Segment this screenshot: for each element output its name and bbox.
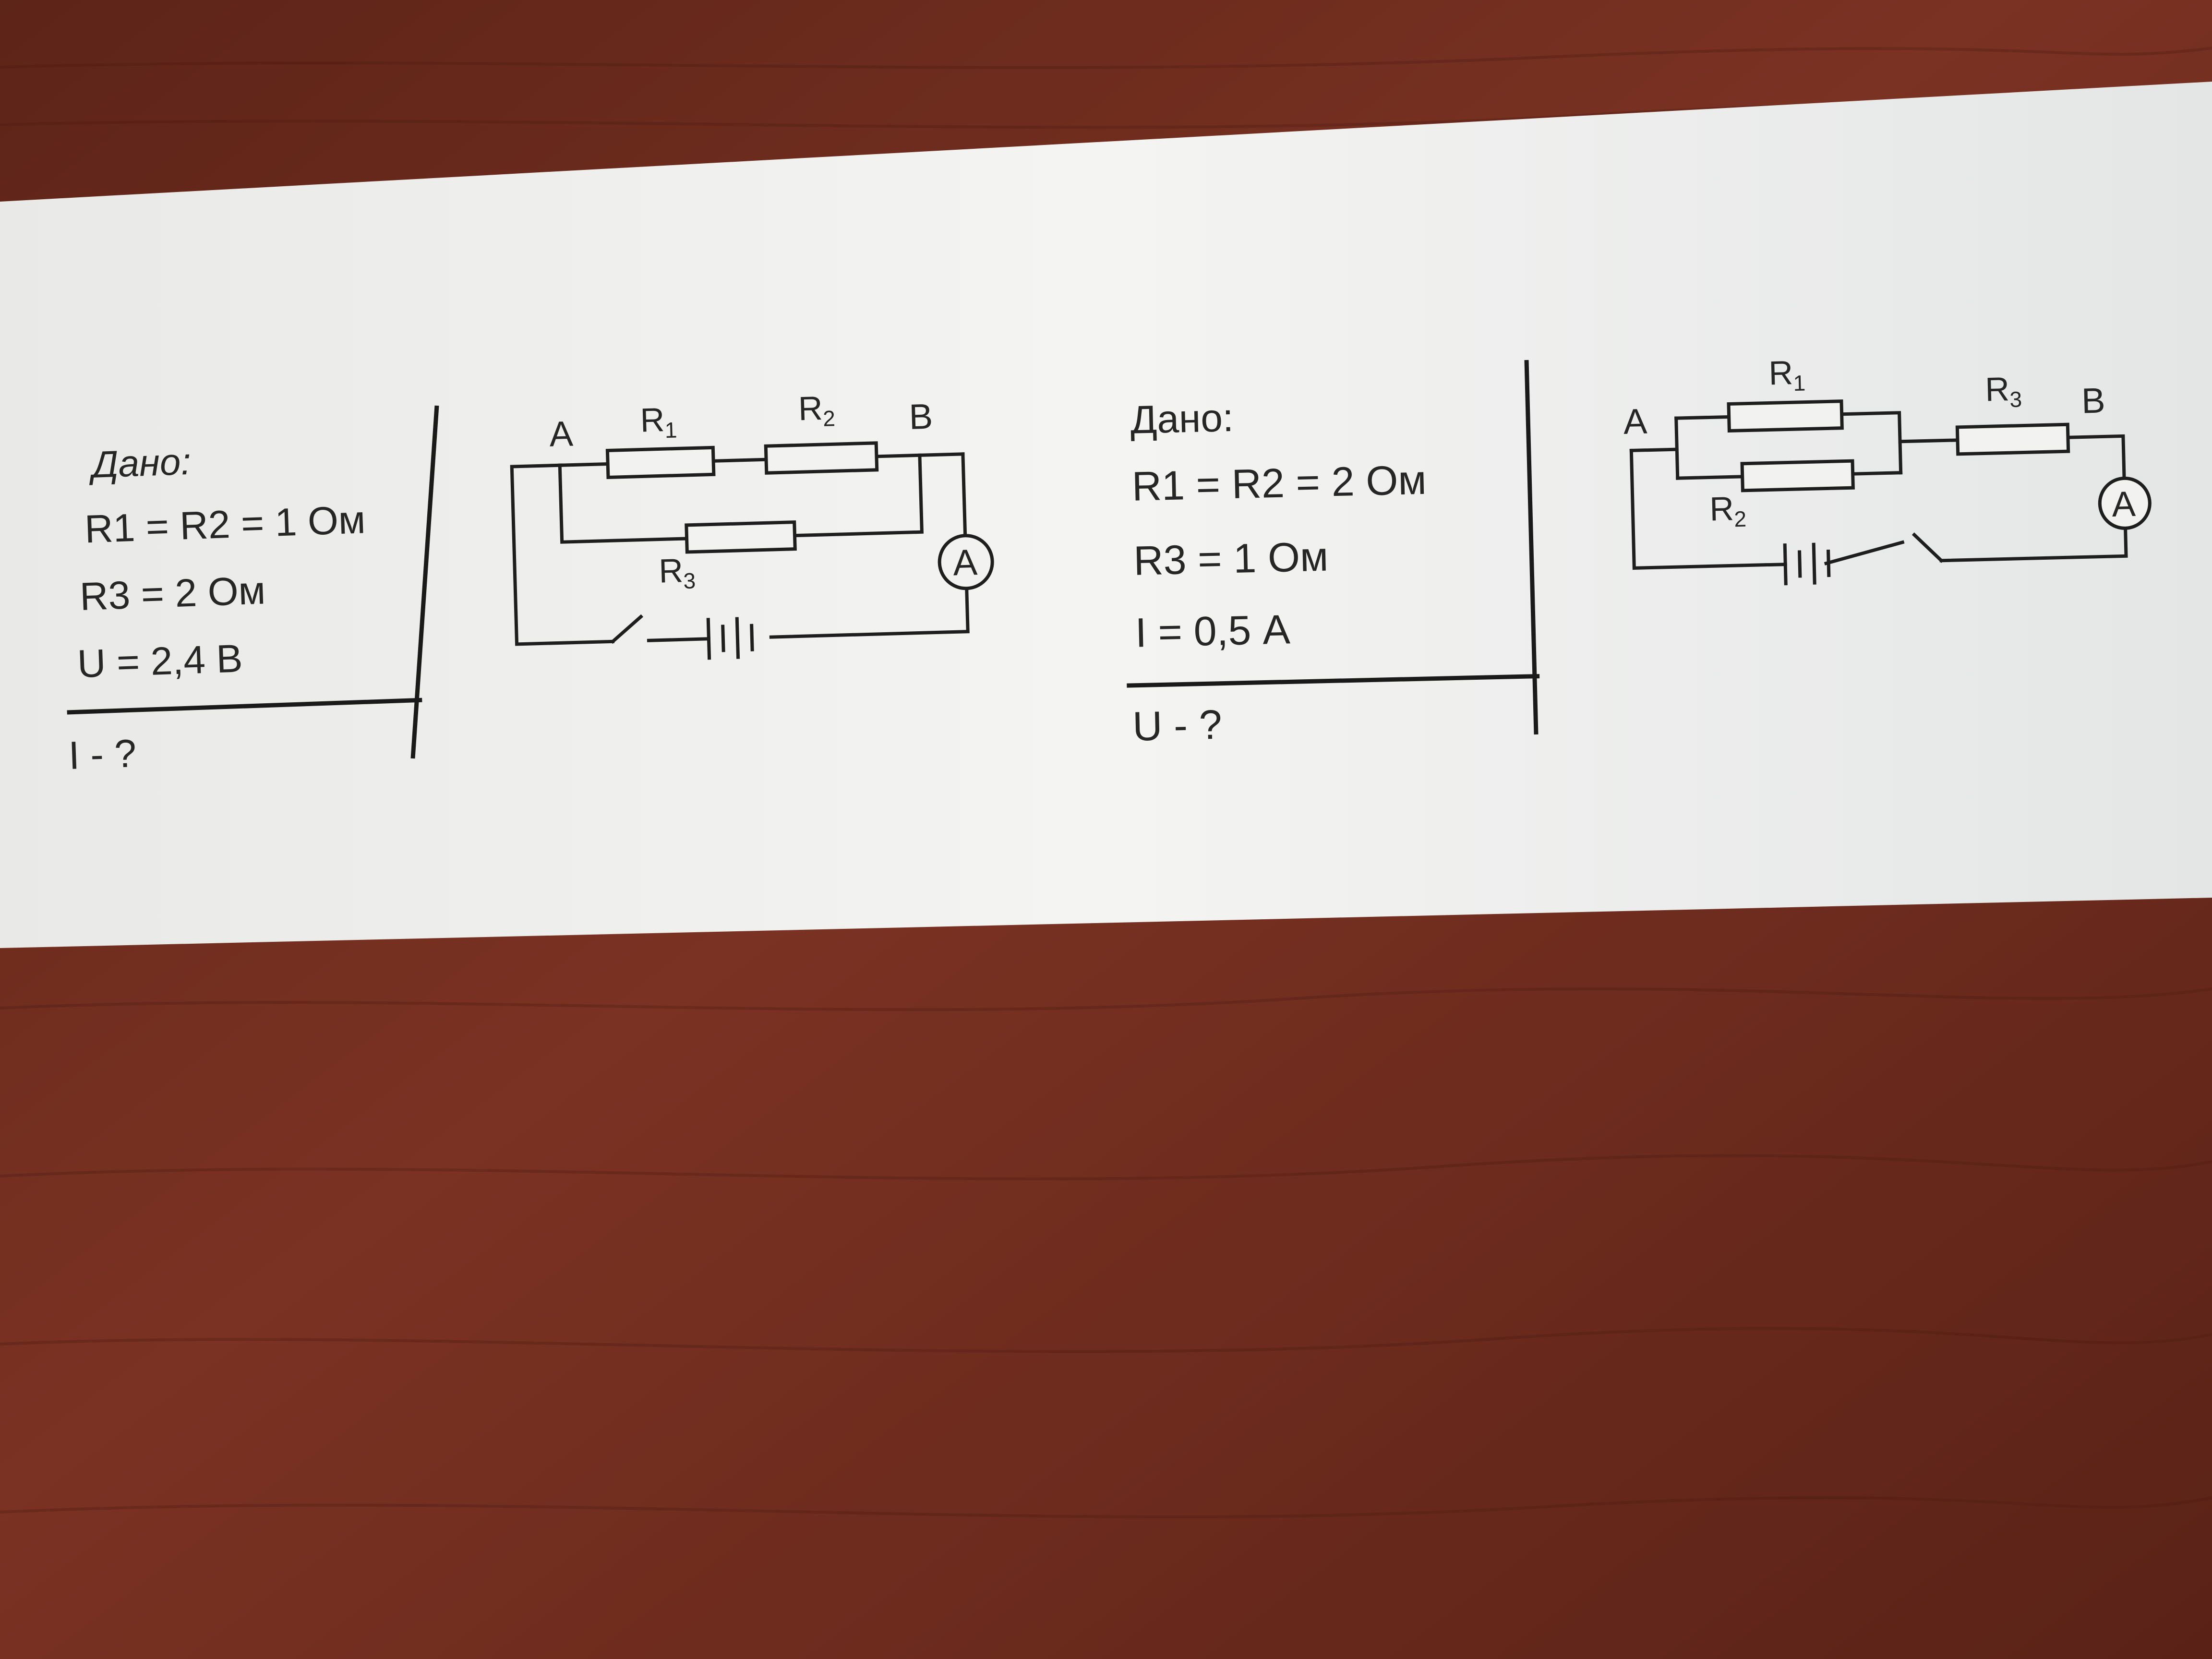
c2-battery	[1783, 542, 1831, 586]
c1-r3-label: R3	[658, 551, 696, 594]
p1-horizontal-rule	[67, 697, 422, 715]
p1-given-line-1: R1 = R2 = 1 Ом	[84, 498, 366, 551]
p2-given-line-2: R3 = 1 Ом	[1133, 534, 1329, 584]
c2-wire-left-bus	[1629, 416, 1680, 480]
p2-dano-label: Дано:	[1130, 396, 1234, 442]
wood-grain	[0, 47, 2212, 1518]
c2-wire-to-r3	[1898, 434, 2126, 481]
c2-r2-label: R2	[1709, 490, 1746, 532]
c2-switch	[1911, 532, 1944, 563]
c2-resistor-r1	[1727, 399, 1844, 433]
c1-switch	[610, 614, 644, 644]
c2-node-a: A	[1623, 401, 1648, 442]
circuit-1-diagram: A A B R1 R2 R3	[510, 389, 994, 660]
c1-wire-outer	[510, 463, 615, 646]
c2-ammeter-label: A	[2111, 484, 2136, 524]
c2-wire-r2-branch	[1676, 471, 1903, 480]
c1-node-b: B	[909, 397, 934, 437]
p2-horizontal-rule	[1127, 674, 1540, 688]
circuit-2-diagram: A A B R1 R2 R3	[1623, 354, 2152, 586]
p1-find-label: I - ?	[68, 732, 137, 778]
p2-given-line-1: R1 = R2 = 2 Ом	[1131, 457, 1427, 510]
p1-dano-label: Дано:	[87, 440, 192, 486]
c1-ammeter	[938, 534, 994, 590]
p1-given-line-2: R3 = 2 Ом	[79, 569, 266, 619]
c2-ammeter	[2098, 476, 2152, 530]
c1-wire-r3-branch	[558, 453, 924, 544]
c1-wire-battery-switch	[647, 637, 711, 642]
paper-strip	[0, 82, 2212, 948]
c1-resistor-r1	[605, 445, 716, 480]
c2-r1-label: R1	[1768, 354, 1806, 397]
p2-find-label: U - ?	[1132, 702, 1223, 750]
p2-given-line-3: I = 0,5 А	[1135, 606, 1291, 656]
c1-r2-label: R2	[798, 389, 836, 432]
p2-vertical-rule	[1524, 360, 1539, 735]
c2-node-b: B	[2081, 380, 2105, 421]
c1-resistor-r3	[685, 520, 797, 554]
c2-resistor-r3	[1955, 422, 2070, 456]
c2-r3-label: R3	[1984, 370, 2022, 413]
p1-given-line-3: U = 2,4 В	[77, 637, 243, 686]
c2-resistor-r2	[1740, 459, 1855, 493]
p1-vertical-rule	[410, 405, 439, 759]
c1-wire-right	[769, 452, 970, 639]
c2-wire-return	[1629, 448, 2128, 570]
problem-1-given: Дано: R1 = R2 = 1 Ом R3 = 2 Ом U = 2,4 В…	[67, 440, 422, 778]
c1-r1-label: R1	[640, 400, 678, 443]
problem-2-given: Дано: R1 = R2 = 2 Ом R3 = 1 Ом I = 0,5 А…	[1127, 396, 1540, 750]
c2-wire-r1-branch	[1674, 411, 1903, 475]
c1-resistor-r2	[764, 441, 879, 475]
c1-node-a: A	[549, 413, 574, 454]
c1-ammeter-label: A	[952, 542, 978, 583]
